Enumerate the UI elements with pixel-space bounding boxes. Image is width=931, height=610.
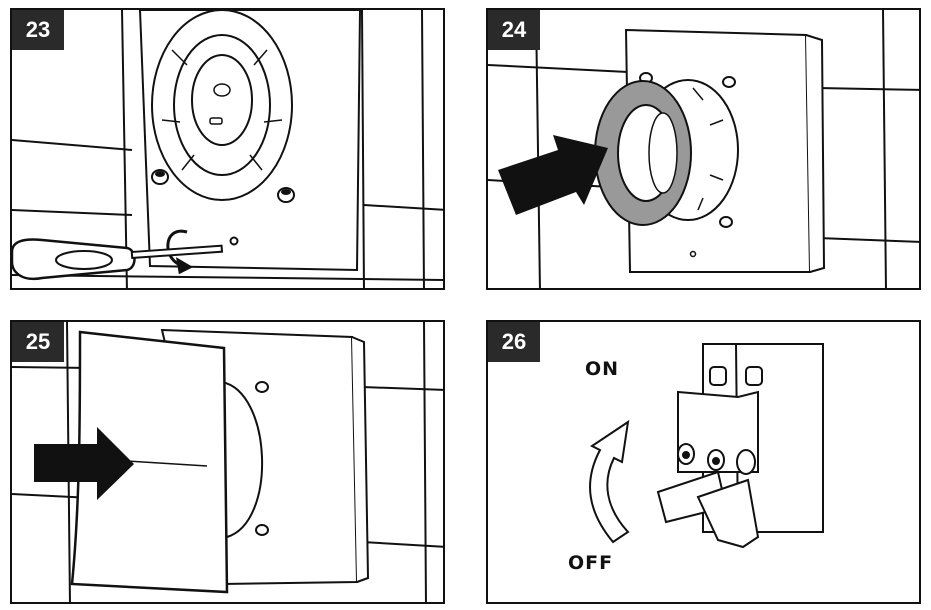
step-badge: 23 [12, 10, 64, 50]
step-panel-26: 26 ON OFF [486, 320, 921, 604]
step-badge: 24 [488, 10, 540, 50]
fan-housing-icon [138, 10, 362, 272]
screw-icon [151, 169, 169, 185]
step-23-illustration [12, 10, 443, 288]
step-panel-24: 24 [486, 8, 921, 290]
step-panel-25: 25 [10, 320, 445, 604]
arrow-right-icon [34, 427, 134, 500]
rotate-arrow-icon [166, 229, 194, 275]
arrow-right-icon [498, 135, 608, 215]
step-26-illustration [589, 343, 824, 549]
step-24-illustration [488, 10, 919, 288]
step-25-illustration [12, 322, 443, 602]
step-badge: 25 [12, 322, 64, 362]
curved-arrow-up-icon [589, 419, 630, 544]
foam-gasket-icon [594, 80, 692, 226]
on-label: ON [585, 358, 620, 380]
off-label: OFF [568, 552, 614, 574]
screwdriver-icon [12, 238, 224, 281]
step-badge: 26 [488, 322, 540, 362]
circuit-breaker-icon [656, 343, 824, 549]
step-panel-23: 23 [10, 8, 445, 290]
